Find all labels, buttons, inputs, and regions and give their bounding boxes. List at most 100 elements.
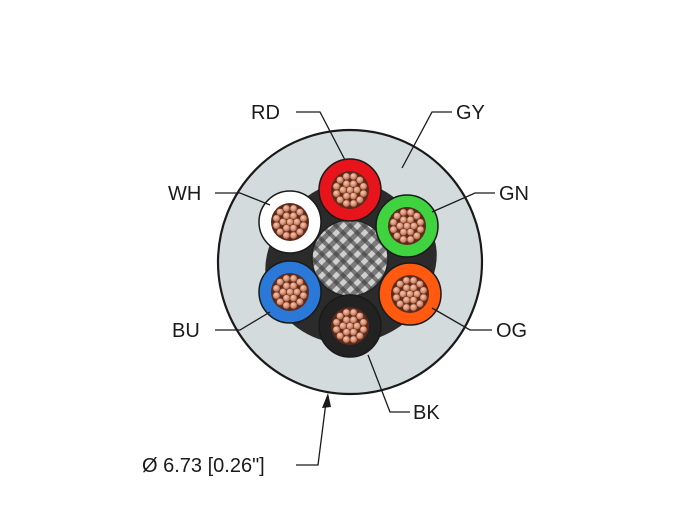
copper-strand [349,328,358,336]
copper-strand [389,218,398,227]
copper-strand [419,293,428,302]
copper-strand [272,291,281,300]
copper-strand [349,199,358,208]
copper-strand [409,296,418,304]
leader-bk [367,354,410,413]
copper-strand [299,214,308,223]
copper-strand [410,222,418,230]
copper-strand [289,294,298,302]
copper-strand [296,228,304,236]
copper-strand [409,276,418,285]
copper-strand [392,293,401,302]
copper-strand [332,325,341,334]
copper-strand [416,218,425,227]
copper-strand [356,312,364,320]
copper-strand [393,212,401,220]
copper-strand [289,282,298,290]
copper-strand [282,301,291,310]
copper-strand [349,335,358,344]
leader-diameter [296,401,327,466]
leader-rd [296,111,346,161]
copper-strand [299,284,308,293]
copper-strand [289,301,298,310]
label-og: OG [496,320,527,342]
copper-strand [282,274,291,283]
leader-og [431,307,492,331]
copper-strand [289,204,298,213]
copper-strand [342,172,351,181]
copper-strand [336,196,344,204]
copper-strand [282,231,291,240]
copper-strand [406,208,415,217]
copper-strand [339,322,347,330]
label-bu: BU [172,320,200,342]
copper-strand [336,332,344,340]
copper-strand [276,278,284,286]
copper-strand [409,284,418,292]
copper-strand [272,284,281,293]
copper-strand [349,172,358,181]
copper-strand [332,189,341,198]
copper-strand [419,286,428,295]
copper-strand [413,212,421,220]
leader-gn [431,192,495,213]
leader-lines [215,111,495,466]
copper-strand [359,189,368,198]
copper-strand [359,325,368,334]
copper-strand [279,288,287,296]
copper-strand [392,286,401,295]
copper-strand [389,225,398,234]
copper-strand [416,280,424,288]
copper-strand [332,318,341,327]
copper-strand [299,291,308,300]
copper-strand [296,278,304,286]
copper-strand [289,212,298,220]
copper-strand [296,298,304,306]
copper-strand [402,284,411,292]
diameter-arrowhead [322,393,331,408]
copper-strand [349,316,358,324]
copper-strand [393,232,401,240]
copper-strand [406,228,415,236]
copper-strand [359,182,368,191]
copper-strand [299,221,308,230]
copper-strand [359,318,368,327]
copper-strand [342,316,351,324]
core-black [318,294,382,358]
copper-strand [399,208,408,217]
copper-strand [342,199,351,208]
copper-strand [289,224,298,232]
copper-strand [353,322,361,330]
copper-strand [416,300,424,308]
core-green [375,194,439,258]
copper-strand [413,232,421,240]
copper-strand [406,235,415,244]
copper-strand [396,280,404,288]
copper-strand [402,303,411,312]
label-rd: RD [251,102,280,124]
core-red [318,158,382,222]
copper-strand [332,182,341,191]
copper-strand [349,308,358,317]
label-bk: BK [413,402,440,424]
copper-strand [339,186,347,194]
copper-strand [399,290,407,298]
copper-strand [293,218,301,226]
copper-strand [356,176,364,184]
copper-strand [282,204,291,213]
copper-strand [342,308,351,317]
copper-strand [402,276,411,285]
copper-strand [399,216,408,224]
copper-strand [356,332,364,340]
leader-bu [215,311,271,331]
label-gy: GY [456,102,485,124]
copper-strand [279,218,287,226]
copper-strand [282,282,291,290]
copper-strand [416,225,425,234]
copper-strand [409,303,418,312]
copper-strand [413,290,421,298]
copper-strand [336,312,344,320]
leader-gy [401,111,452,169]
copper-strand [336,176,344,184]
copper-strand [396,222,404,230]
